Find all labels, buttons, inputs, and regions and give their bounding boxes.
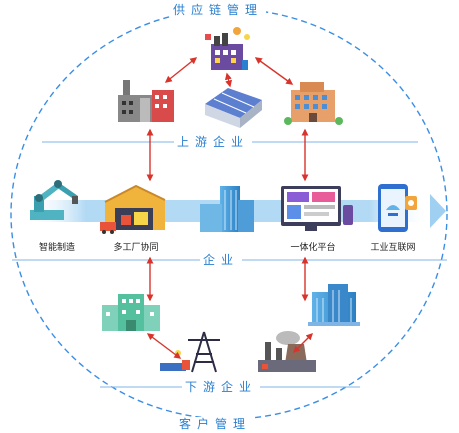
upstream-label: 上游企业 xyxy=(174,135,253,149)
integrated-platform-icon xyxy=(281,186,353,231)
smart-manufacturing-label: 智能制造 xyxy=(38,243,75,253)
industrial-internet-icon xyxy=(378,184,417,232)
customer-management-title: 客户管理 xyxy=(176,417,255,431)
arrow-bottom-right xyxy=(293,333,313,353)
downstream-label: 下游企业 xyxy=(182,380,261,394)
arrow-top-center xyxy=(224,72,233,88)
green-building-icon xyxy=(102,294,160,331)
flow-arrow-head xyxy=(430,194,446,228)
arrow-bottom-left xyxy=(146,333,182,359)
robot-arm-icon xyxy=(30,180,78,220)
warehouse-icon xyxy=(205,88,262,128)
multi-factory-label: 多工厂协同 xyxy=(113,243,159,253)
power-plant-icon xyxy=(258,331,316,372)
supply-chain-title: 供应链管理 xyxy=(170,3,267,17)
office-building-icon xyxy=(284,82,343,125)
middle-label: 企业 xyxy=(200,253,243,267)
arrow-top-left xyxy=(164,57,198,83)
multi-factory-icon xyxy=(100,184,166,234)
glass-tower-icon xyxy=(308,284,360,326)
factory-icon xyxy=(118,80,174,122)
power-tower-icon xyxy=(160,331,220,373)
arrow-top-right xyxy=(254,57,294,85)
supply-chain-icon xyxy=(205,27,250,70)
industrial-internet-label: 工业互联网 xyxy=(370,243,416,253)
city-buildings-icon xyxy=(200,186,254,232)
integrated-platform-label: 一体化平台 xyxy=(290,243,336,253)
